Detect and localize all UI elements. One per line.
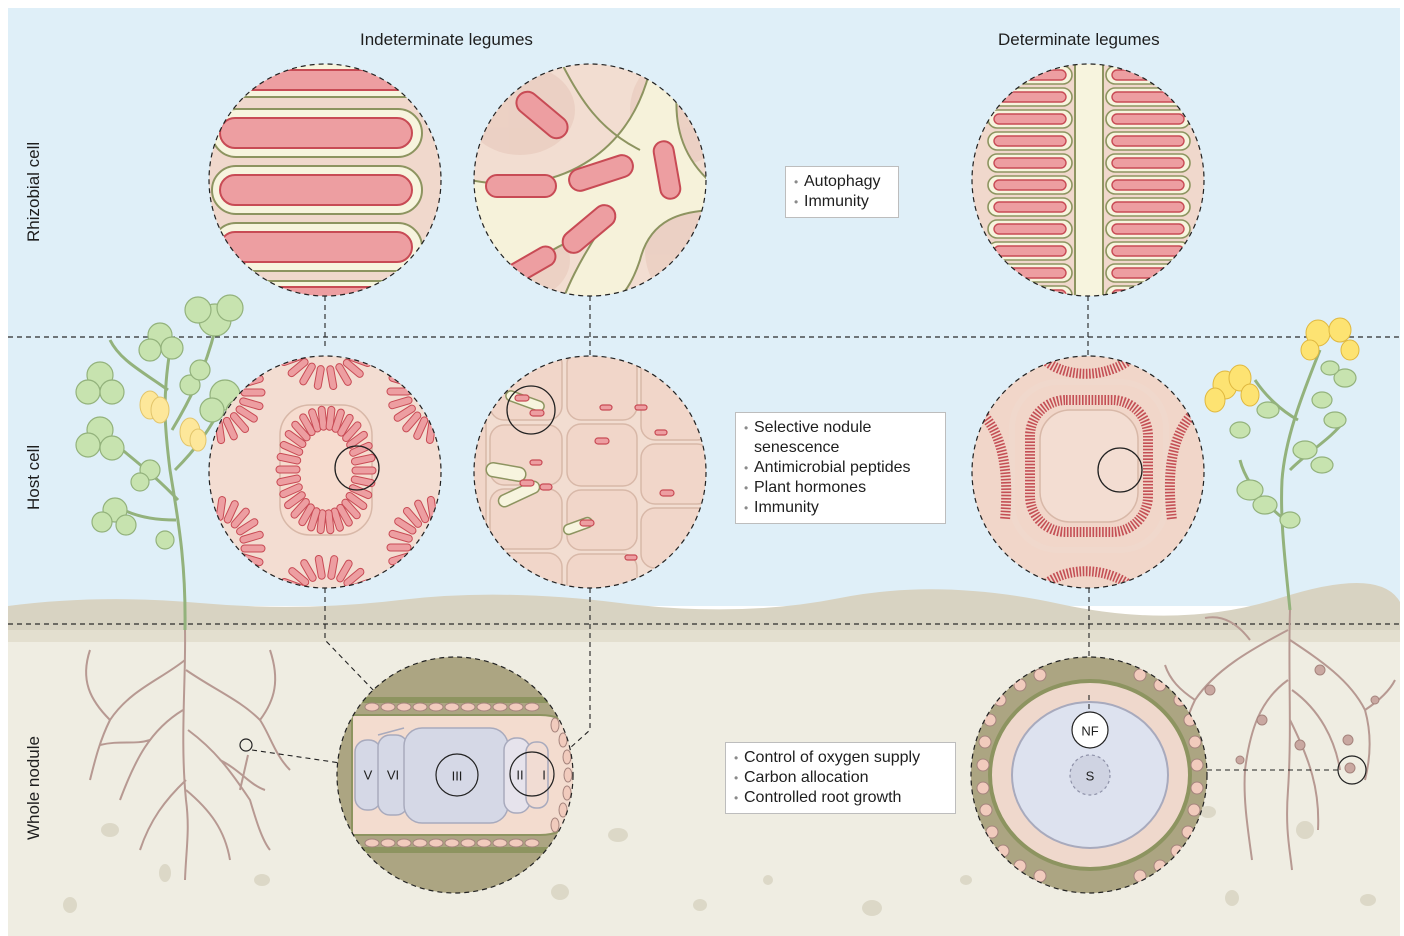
list-item: Plant hormones	[744, 478, 936, 498]
host-factors-box: Selective nodule senescence Antimicrobia…	[735, 412, 946, 524]
column-heading-indeterminate: Indeterminate legumes	[360, 30, 533, 50]
zone-label-nf: NF	[1081, 724, 1098, 739]
list-item: Autophagy	[794, 172, 889, 192]
list-item: Controlled root growth	[734, 788, 946, 808]
row-heading-whole-nodule: Whole nodule	[24, 736, 44, 840]
zone-label-ii: II	[516, 768, 523, 783]
row-heading-rhizobial-cell: Rhizobial cell	[24, 142, 44, 242]
zone-label-i: I	[542, 768, 546, 783]
zone-label-s: S	[1086, 769, 1095, 784]
zone-label-iii: III	[452, 769, 463, 784]
list-item: Selective nodule senescence	[744, 418, 884, 458]
rhizobial-factors-box: Autophagy Immunity	[785, 166, 899, 218]
nodule-factors-box: Control of oxygen supply Carbon allocati…	[725, 742, 956, 814]
list-item: Carbon allocation	[734, 768, 946, 788]
list-item: Immunity	[794, 192, 889, 212]
list-item: Antimicrobial peptides	[744, 458, 936, 478]
column-heading-determinate: Determinate legumes	[998, 30, 1160, 50]
list-item: Control of oxygen supply	[734, 748, 946, 768]
zone-label-v: V	[364, 768, 373, 783]
zone-label-vi: VI	[387, 768, 399, 783]
list-item: Immunity	[744, 498, 936, 518]
row-heading-host-cell: Host cell	[24, 445, 44, 510]
